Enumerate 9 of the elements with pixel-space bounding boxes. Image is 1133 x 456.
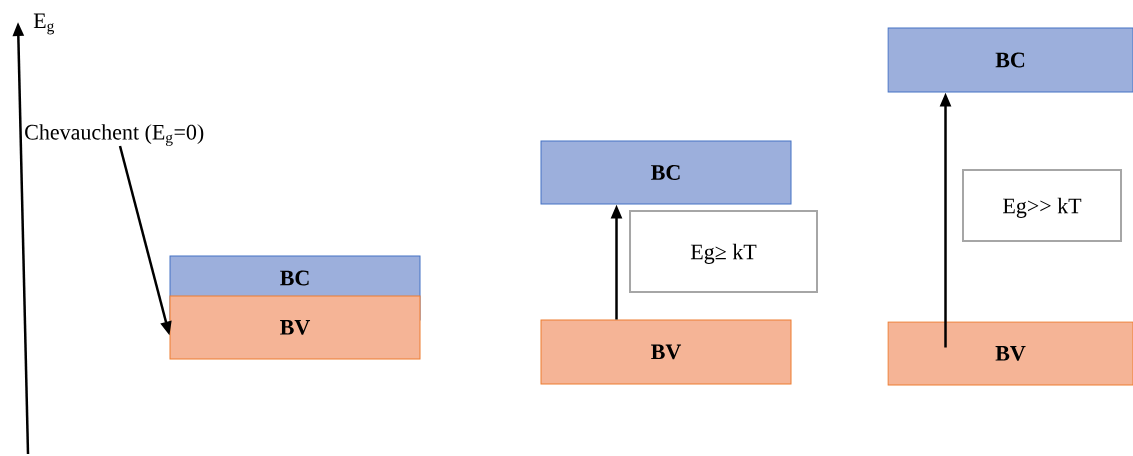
conduction-band-box: BC [540, 140, 792, 205]
valence-band-box: BV [540, 319, 792, 385]
callout-text: Chevauchent (E$_{g}$=0) [25, 124, 204, 146]
note-box: Eg≥ kT [629, 210, 818, 293]
valence-band-box: BV [887, 321, 1133, 386]
valence-band-box: BV [169, 295, 421, 360]
axis-label: E$_{g}$ [33, 13, 55, 35]
note-box: Eg>> kT [962, 169, 1122, 242]
conduction-band-box: BC [887, 27, 1133, 93]
